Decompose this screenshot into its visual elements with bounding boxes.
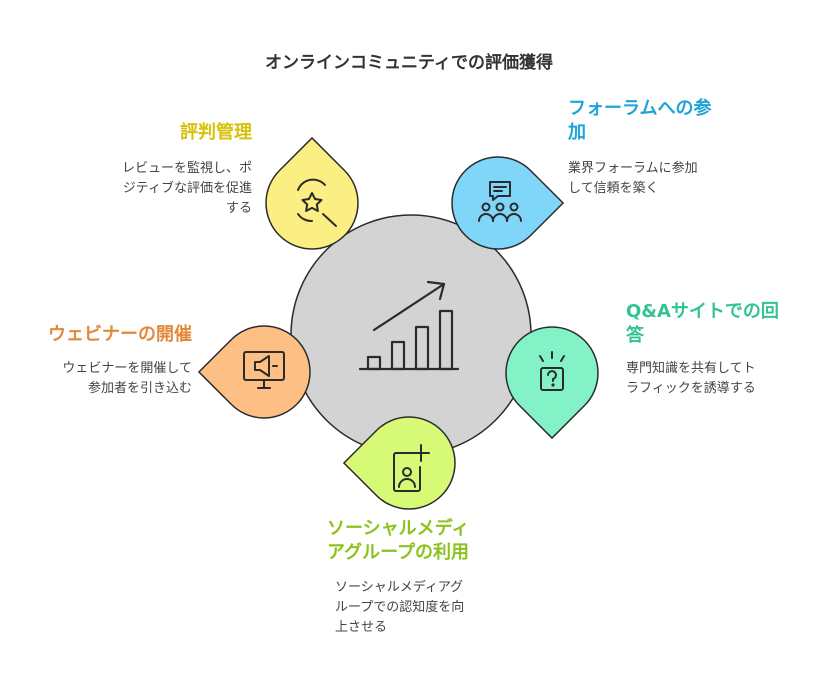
star-magnifier-icon xyxy=(297,178,337,227)
node-social-shape xyxy=(342,416,456,510)
social-heading: ソーシャルメディ アグループの利用 xyxy=(327,518,470,563)
add-user-phone-icon xyxy=(393,444,430,492)
megaphone-monitor-icon xyxy=(243,351,285,389)
social-description: ソーシャルメディアグ ループでの認知度を向 上させる xyxy=(335,580,465,635)
diagram-title: オンラインコミュニティでの評価獲得 xyxy=(265,53,553,73)
node-forum-shape xyxy=(451,156,565,250)
node-qa-shape xyxy=(505,326,599,440)
forum-heading: フォーラムへの参 加 xyxy=(568,98,712,143)
webinar-description: ウェビナーを開催して 参加者を引き込む xyxy=(62,361,192,396)
reputation-description: レビューを監視し、ポ ジティブな評価を促進 する xyxy=(121,161,252,216)
qa-heading: Q&Aサイトでの回 答 xyxy=(626,301,779,346)
webinar-heading: ウェビナーの開催 xyxy=(48,324,192,345)
question-lightbox-icon xyxy=(539,351,565,391)
qa-description: 専門知識を共有してト ラフィックを誘導する xyxy=(626,361,756,396)
group-chat-icon xyxy=(478,181,522,222)
node-webinar-shape xyxy=(197,325,311,419)
reputation-heading: 評判管理 xyxy=(180,122,252,143)
forum-description: 業界フォーラムに参加 して信頼を築く xyxy=(568,161,698,196)
growth-chart-icon xyxy=(358,280,460,371)
